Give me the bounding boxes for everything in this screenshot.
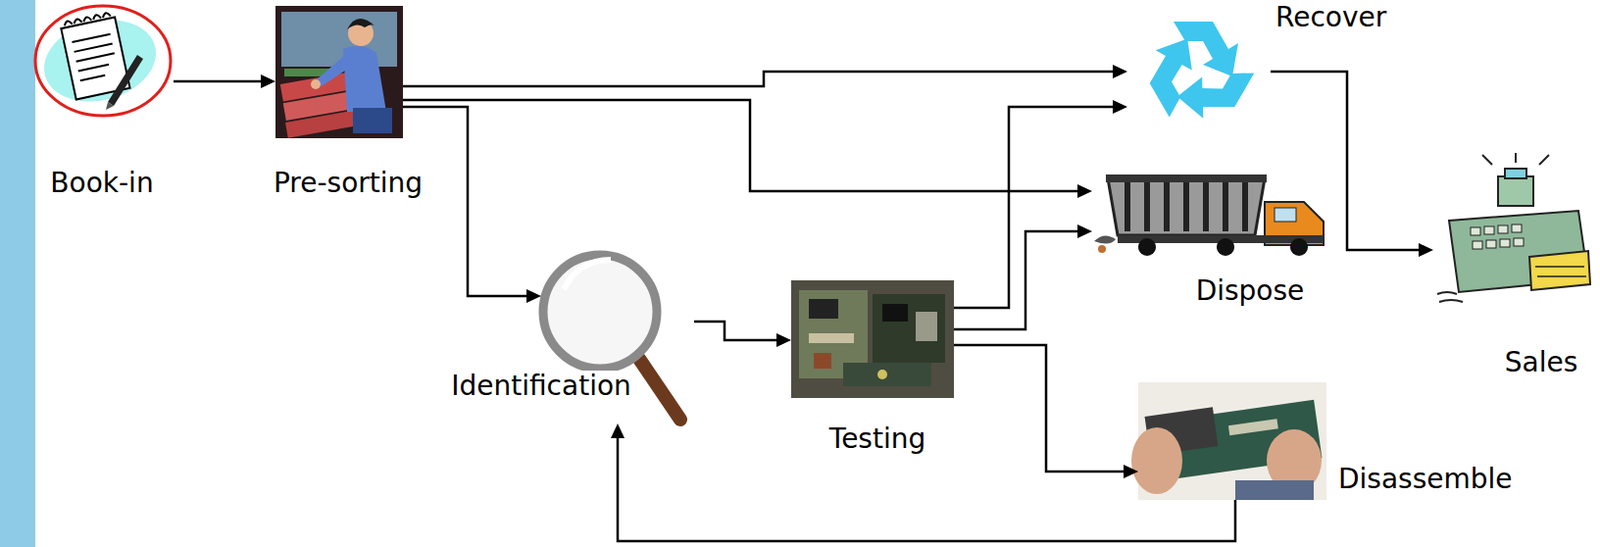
arrow-line [1270, 71, 1419, 250]
arrow-head [526, 289, 542, 303]
step-node: Testing [791, 280, 954, 399]
arrow-head [1077, 184, 1093, 199]
step-label: Recover [1272, 1, 1390, 34]
flow-arrow [610, 423, 1236, 542]
cash-register-icon [1437, 152, 1591, 302]
arrow-head [1123, 464, 1139, 479]
arrow-head [1418, 243, 1434, 257]
flow-arrow [1270, 71, 1434, 257]
arrow-line [173, 80, 261, 84]
arrow-head [1112, 100, 1128, 114]
step-label: Book-in [47, 167, 156, 200]
side-bar [0, 0, 36, 547]
step-node: Pre-sorting [275, 5, 403, 139]
flow-arrow [953, 345, 1139, 479]
step-label: Dispose [1193, 275, 1308, 307]
flow-arrow [953, 100, 1128, 308]
arrow-line [953, 106, 1113, 308]
arrow-head [260, 74, 276, 89]
step-label: Disassemble [1335, 463, 1516, 496]
recycle-icon [1137, 21, 1255, 130]
arrow-line [953, 345, 1124, 472]
arrow-line [694, 321, 777, 341]
outcome-node: Sales [1433, 161, 1593, 309]
flow-arrow [402, 106, 542, 303]
step-node: Identification [541, 250, 695, 424]
flow-arrow [402, 64, 1128, 87]
flow-arrow [402, 100, 1093, 199]
arrow-head [1112, 64, 1128, 79]
step-label: Testing [826, 423, 929, 455]
arrow-line [953, 231, 1078, 330]
arrow-head [1077, 224, 1093, 239]
arrow-line [402, 100, 1078, 192]
dump-truck-icon [1094, 174, 1324, 256]
flow-arrow [694, 321, 792, 348]
flow-arrow [953, 224, 1093, 330]
sorting-worker-icon [275, 5, 403, 139]
outcome-node: Dispose [1092, 173, 1328, 255]
flow-arrow [173, 74, 276, 89]
arrow-line [402, 106, 527, 297]
arrow-head [776, 333, 792, 348]
arrow-head [610, 423, 625, 439]
notepad-icon [35, 5, 171, 116]
step-label: Identification [448, 370, 635, 402]
outcome-node: Recover [1127, 1, 1271, 136]
arrow-line [402, 71, 1113, 87]
step-node: Disassemble [1138, 382, 1327, 500]
step-node: Book-in [33, 5, 174, 117]
circuit-board-photo [791, 280, 954, 399]
step-label: Sales [1501, 347, 1582, 379]
step-label: Pre-sorting [270, 167, 426, 200]
disassembly-photo [1131, 382, 1327, 500]
